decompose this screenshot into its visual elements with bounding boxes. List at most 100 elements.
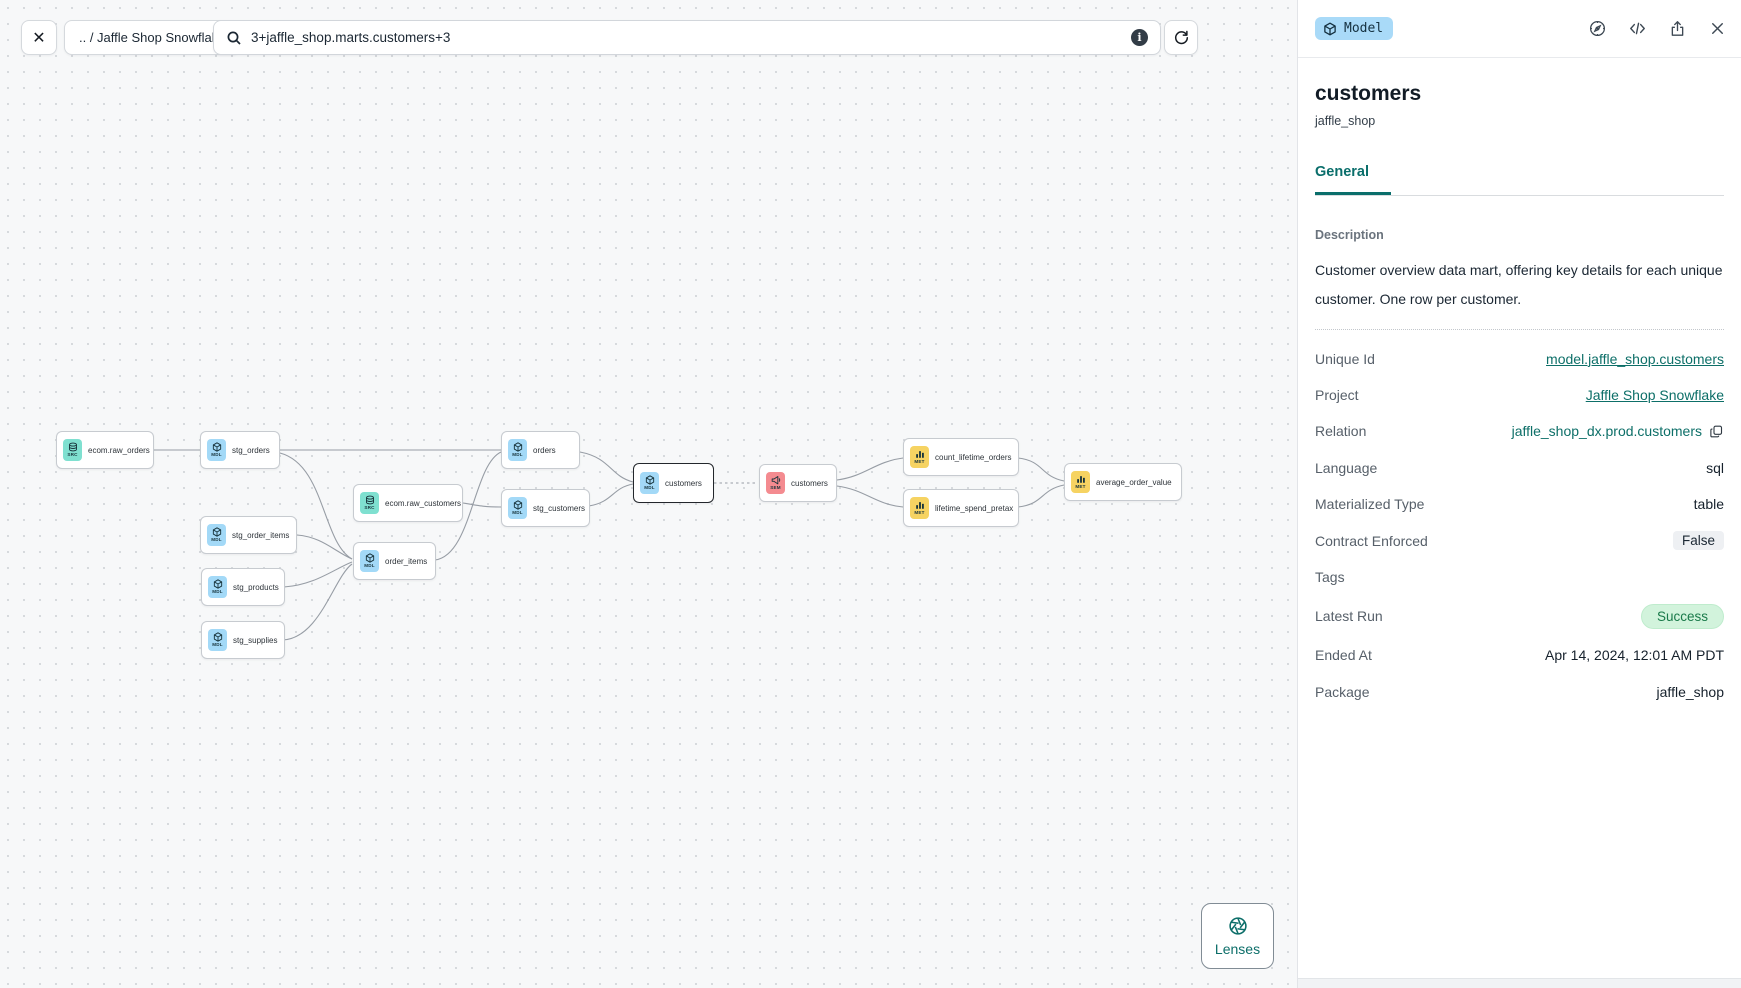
- relation-value: jaffle_shop_dx.prod.customers: [1511, 423, 1702, 440]
- field-row-materialized-type: Materialized Type table: [1315, 486, 1724, 522]
- ended-at-value: Apr 14, 2024, 12:01 AM PDT: [1545, 647, 1724, 664]
- node-label: lifetime_spend_pretax: [935, 503, 1014, 513]
- lineage-canvas[interactable]: ✕ .. / Jaffle Shop Snowflake i SRC ecom.…: [0, 0, 1298, 988]
- node-stg-products[interactable]: MDL stg_products: [201, 568, 285, 606]
- package-subtitle: jaffle_shop: [1315, 114, 1376, 128]
- lineage-search[interactable]: i: [213, 20, 1161, 55]
- field-row-language: Language sql: [1315, 450, 1724, 486]
- node-ecom-raw-customers[interactable]: SRC ecom.raw_customers: [353, 484, 463, 522]
- resource-type-label: Model: [1344, 21, 1384, 36]
- search-icon: [227, 31, 241, 45]
- node-label: order_items: [385, 556, 428, 566]
- lenses-icon: [1228, 917, 1247, 935]
- unique-id-link[interactable]: model.jaffle_shop.customers: [1546, 350, 1724, 367]
- node-label: orders: [533, 445, 556, 455]
- explore-lineage-button[interactable]: [1588, 19, 1607, 38]
- metric-icon: MET: [910, 497, 929, 519]
- node-stg-customers[interactable]: MDL stg_customers: [501, 489, 590, 527]
- field-row-tags: Tags: [1315, 559, 1724, 595]
- field-row-latest-run: Latest Run Success: [1315, 595, 1724, 637]
- info-icon[interactable]: i: [1131, 29, 1148, 46]
- breadcrumb[interactable]: .. / Jaffle Shop Snowflake: [64, 20, 241, 55]
- node-ecom-raw-orders[interactable]: SRC ecom.raw_orders: [56, 431, 154, 469]
- node-label: count_lifetime_orders: [935, 452, 1012, 462]
- close-icon: [1712, 23, 1723, 34]
- field-label: Package: [1315, 683, 1370, 700]
- field-label: Tags: [1315, 568, 1345, 585]
- node-label: stg_order_items: [232, 530, 290, 540]
- divider: [1315, 329, 1724, 331]
- field-row-project: Project Jaffle Shop Snowflake: [1315, 377, 1724, 413]
- model-icon: MDL: [208, 629, 227, 651]
- package-value: jaffle_shop: [1656, 683, 1724, 700]
- field-label: Latest Run: [1315, 608, 1383, 625]
- node-customers-semantic[interactable]: SEM customers: [759, 464, 837, 502]
- field-label: Unique Id: [1315, 350, 1375, 367]
- materialized-type-value: table: [1693, 496, 1724, 513]
- model-icon: MDL: [360, 550, 379, 572]
- model-icon: MDL: [207, 439, 226, 461]
- share-button[interactable]: [1668, 19, 1687, 38]
- description-heading: Description: [1315, 228, 1384, 242]
- panel-header: Model: [1298, 0, 1741, 58]
- node-lifetime-spend-pretax[interactable]: MET lifetime_spend_pretax: [903, 489, 1019, 527]
- field-row-relation: Relation jaffle_shop_dx.prod.customers: [1315, 413, 1724, 449]
- compass-icon: [1589, 20, 1606, 37]
- language-value: sql: [1706, 459, 1724, 476]
- search-input[interactable]: [251, 30, 1122, 45]
- field-label: Language: [1315, 459, 1378, 476]
- field-row-ended-at: Ended At Apr 14, 2024, 12:01 AM PDT: [1315, 637, 1724, 673]
- model-icon: MDL: [508, 497, 527, 519]
- node-label: stg_customers: [533, 503, 586, 513]
- node-label: average_order_value: [1096, 477, 1172, 487]
- model-icon: MDL: [508, 439, 527, 461]
- description-text: Customer overview data mart, offering ke…: [1315, 262, 1723, 307]
- node-label: stg_products: [233, 582, 279, 592]
- node-stg-orders[interactable]: MDL stg_orders: [200, 431, 280, 469]
- lenses-button[interactable]: Lenses: [1201, 903, 1274, 969]
- code-icon: [1630, 22, 1645, 35]
- model-icon: MDL: [640, 472, 659, 494]
- field-row-contract-enforced: Contract Enforced False: [1315, 522, 1724, 558]
- node-stg-supplies[interactable]: MDL stg_supplies: [201, 621, 285, 659]
- field-label: Relation: [1315, 423, 1367, 440]
- node-label: customers: [791, 478, 828, 488]
- source-icon: SRC: [63, 439, 82, 461]
- refresh-icon: [1174, 30, 1188, 45]
- view-code-button[interactable]: [1628, 19, 1647, 38]
- node-orders[interactable]: MDL orders: [501, 431, 580, 469]
- project-link[interactable]: Jaffle Shop Snowflake: [1585, 386, 1724, 403]
- field-label: Contract Enforced: [1315, 532, 1428, 549]
- node-label: stg_orders: [232, 445, 270, 455]
- node-label: customers: [665, 478, 702, 488]
- field-row-package: Package jaffle_shop: [1315, 674, 1724, 710]
- node-label: ecom.raw_customers: [385, 498, 462, 508]
- refresh-button[interactable]: [1164, 20, 1198, 55]
- node-customers-selected[interactable]: MDL customers: [633, 463, 714, 503]
- field-label: Ended At: [1315, 647, 1372, 664]
- share-icon: [1671, 21, 1684, 36]
- tab-general[interactable]: General: [1315, 164, 1391, 195]
- node-stg-order-items[interactable]: MDL stg_order_items: [200, 516, 297, 554]
- panel-tabs: General: [1315, 164, 1724, 196]
- resource-type-badge: Model: [1315, 17, 1394, 40]
- cube-icon: [1324, 22, 1336, 35]
- node-count-lifetime-orders[interactable]: MET count_lifetime_orders: [903, 438, 1019, 476]
- node-label: stg_supplies: [233, 635, 278, 645]
- close-icon: ✕: [32, 29, 46, 47]
- breadcrumb-label: .. / Jaffle Shop Snowflake: [79, 30, 226, 45]
- metric-icon: MET: [910, 446, 929, 468]
- copy-icon[interactable]: [1709, 424, 1724, 439]
- model-icon: MDL: [207, 524, 226, 546]
- close-panel-button[interactable]: [1708, 19, 1727, 38]
- field-row-unique-id: Unique Id model.jaffle_shop.customers: [1315, 340, 1724, 376]
- page-title: customers: [1315, 82, 1422, 105]
- source-icon: SRC: [360, 492, 379, 514]
- close-lineage-button[interactable]: ✕: [21, 20, 57, 55]
- node-order-items[interactable]: MDL order_items: [353, 542, 436, 580]
- field-label: Project: [1315, 386, 1359, 403]
- semantic-model-icon: SEM: [766, 472, 785, 494]
- node-average-order-value[interactable]: MET average_order_value: [1064, 463, 1182, 501]
- metric-icon: MET: [1071, 471, 1090, 493]
